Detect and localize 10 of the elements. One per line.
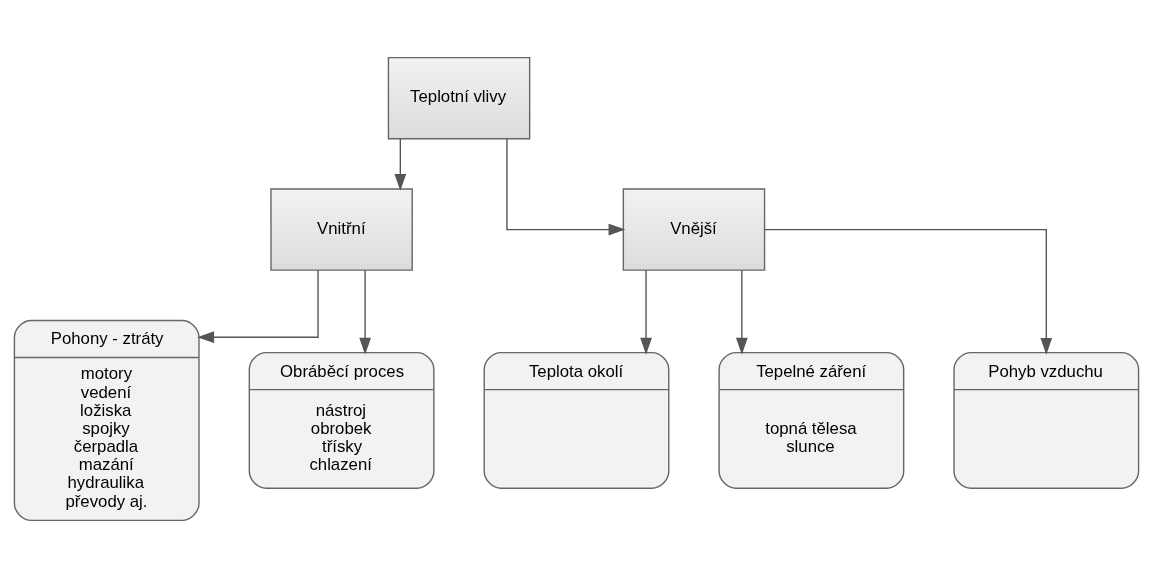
node-box: Teplotní vlivy [387, 56, 531, 139]
arrow [764, 228, 1053, 355]
arrow [735, 269, 748, 355]
node-box: Vnější [622, 187, 766, 271]
arrow [359, 269, 371, 355]
arrow [394, 137, 407, 191]
arrow [197, 269, 319, 343]
arrow [506, 137, 626, 235]
node-box: Vnitřní [270, 187, 413, 271]
arrow [640, 269, 652, 355]
